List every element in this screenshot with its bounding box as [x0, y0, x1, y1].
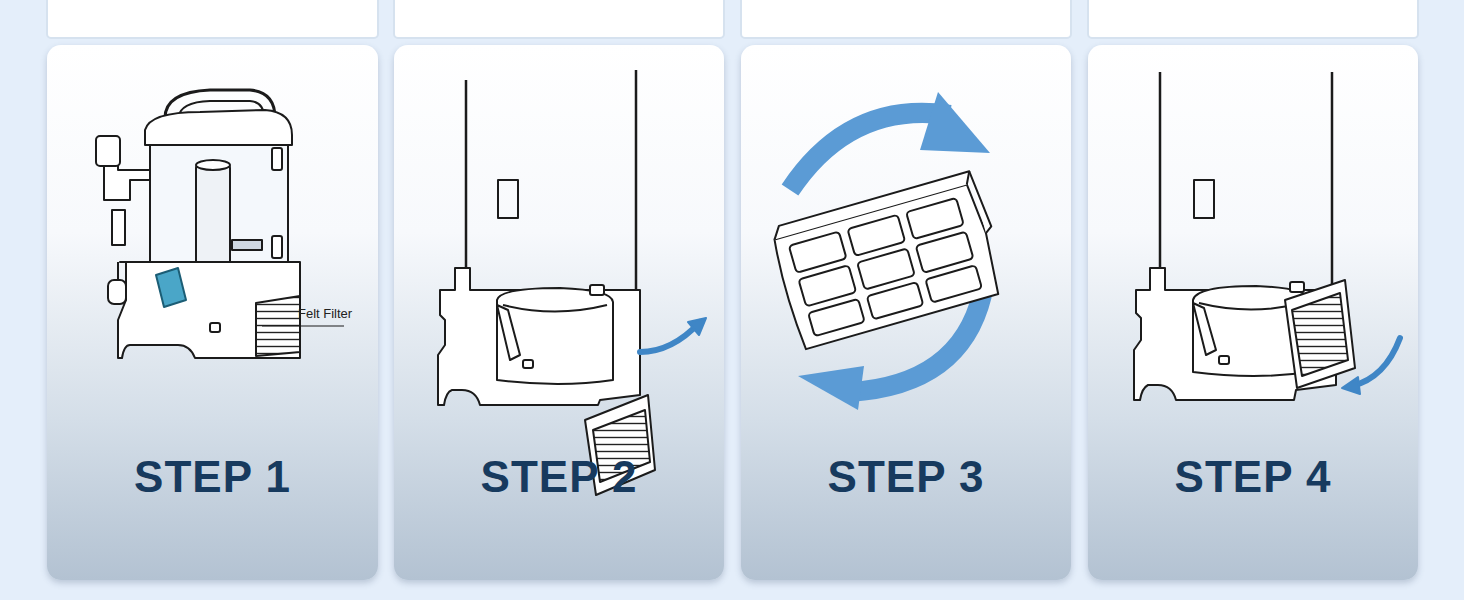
- step-label: STEP 3: [828, 452, 985, 502]
- top-panel: [1088, 0, 1418, 38]
- part-label: Felt Filter: [298, 306, 352, 321]
- top-panel: [741, 0, 1071, 38]
- top-panel: [394, 0, 724, 38]
- canister-open-illustration: [438, 70, 706, 495]
- canister-close-illustration: [1134, 72, 1400, 400]
- step-label: STEP 2: [481, 452, 638, 502]
- step-label: STEP 4: [1175, 452, 1332, 502]
- leader-line: [262, 325, 344, 326]
- top-panel: [47, 0, 378, 38]
- filter-illustration: [768, 92, 1009, 410]
- step-label: STEP 1: [134, 452, 291, 502]
